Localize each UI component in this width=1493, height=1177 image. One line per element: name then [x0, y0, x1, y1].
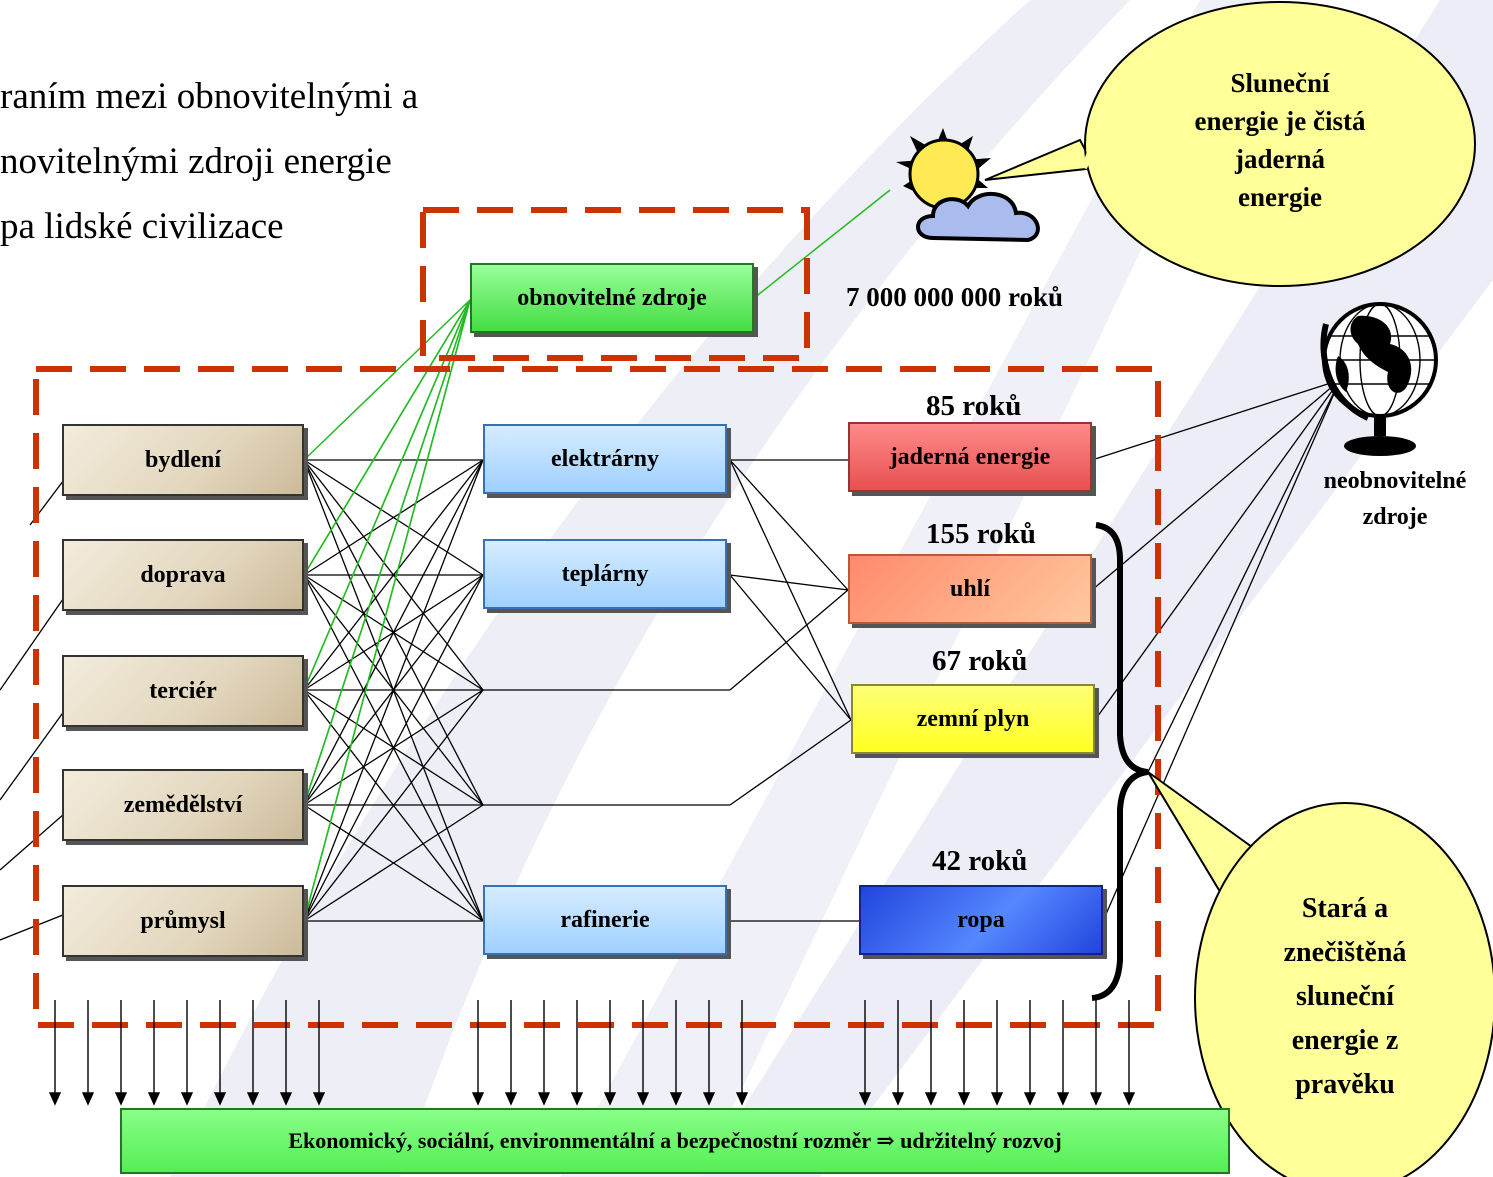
down-arrow-head [957, 1092, 971, 1106]
renewable-sector-link [303, 299, 471, 461]
source-globe-link [1102, 379, 1341, 922]
sector-mid-link [303, 459, 484, 576]
teplarny-uhli-link [729, 574, 849, 591]
source-years-uhli: 155 roků [926, 518, 1036, 550]
sector-prumysl: průmysl [62, 885, 304, 957]
sector-mid-link [303, 689, 484, 922]
renewable-years: 7 000 000 000 roků [846, 282, 1064, 312]
sun-bubble-text: Sluneční energie je čistá jaderná energi… [1130, 64, 1430, 216]
down-arrow-head [924, 1092, 938, 1106]
renewable-sources-box: obnovitelné zdroje [470, 263, 754, 333]
down-arrow-head [669, 1092, 683, 1106]
renewable-sector-link [303, 299, 471, 806]
down-arrow-head [471, 1092, 485, 1106]
down-arrow-head [636, 1092, 650, 1106]
sun-bubble-line-2: energie je čistá [1194, 106, 1366, 136]
teplarny-plyn-link [729, 574, 852, 721]
prehistoric-bubble-text: Stará a znečištěná sluneční energie z pr… [1225, 887, 1465, 1107]
sector-tercier: terciér [62, 655, 304, 727]
renewable-sector-link [303, 299, 471, 576]
down-arrow-head [858, 1092, 872, 1106]
sector-bydleni: bydlení [62, 424, 304, 496]
down-arrow-head [570, 1092, 584, 1106]
down-arrow-head [114, 1092, 128, 1106]
prehistoric-bubble-line-2: znečištěná [1283, 937, 1407, 968]
sector-mid-link [303, 804, 484, 922]
title-line-3: pa lidské civilizace [0, 206, 284, 247]
down-arrow-head [312, 1092, 326, 1106]
sector-doprava: doprava [62, 539, 304, 611]
prehistoric-bubble-line-3: sluneční [1295, 981, 1395, 1012]
down-arrow-head [504, 1092, 518, 1106]
down-arrow-head [702, 1092, 716, 1106]
down-arrow-head [246, 1092, 260, 1106]
sun-bubble-line-3: jaderná [1235, 144, 1325, 174]
source-jaderna-energie: jaderná energie [848, 422, 1092, 492]
source-ropa: ropa [859, 885, 1103, 955]
sun-bubble-line-1: Sluneční [1230, 68, 1330, 98]
elektrarny-uhli-link [729, 459, 849, 591]
down-arrow-head [180, 1092, 194, 1106]
globe-icon [1320, 302, 1438, 456]
down-arrow-head [990, 1092, 1004, 1106]
mid-plyn-link [729, 719, 852, 806]
elektrarny-plyn-link [729, 459, 852, 721]
bracket-globe-link [1147, 379, 1341, 773]
down-arrow-head [1023, 1092, 1037, 1106]
source-years-plyn: 67 roků [932, 645, 1028, 677]
down-arrow-head [1056, 1092, 1070, 1106]
nonrenewable-label-line-1: neobnovitelné [1323, 468, 1467, 494]
down-arrow-head [735, 1092, 749, 1106]
footer-sustainable-development: Ekonomický, sociální, environmentální a … [120, 1108, 1230, 1174]
renewable-dashed-frame [420, 207, 810, 361]
sector-mid-link [303, 459, 484, 806]
down-arrow-head [891, 1092, 905, 1106]
sun-bubble-line-4: energie [1238, 182, 1322, 212]
source-globe-link [1091, 379, 1341, 461]
prehistoric-bubble-line-4: energie z [1291, 1025, 1399, 1056]
sun-cloud-icon [896, 128, 1040, 243]
source-globe-link [1091, 379, 1341, 591]
nonrenewable-label: neobnovitelné zdroje [1295, 463, 1493, 535]
sector-mid-link [303, 574, 484, 922]
source-zemni-plyn: zemní plyn [851, 684, 1095, 754]
intermediary-elektrarny: elektrárny [483, 424, 727, 494]
intermediary-rafinerie: rafinerie [483, 885, 727, 955]
source-years-ropa: 42 roků [932, 845, 1028, 877]
down-arrow-head [48, 1092, 62, 1106]
source-years-jaderna: 85 roků [926, 390, 1022, 422]
title-line-2: novitelnými zdroji energie [0, 141, 392, 182]
nonrenewable-label-line-2: zdroje [1362, 504, 1428, 530]
title-line-1: raním mezi obnovitelnými a [0, 76, 419, 117]
renewable-sun-link [753, 189, 891, 299]
down-arrow-head [1122, 1092, 1136, 1106]
sector-mid-link [303, 459, 484, 691]
prehistoric-bubble-line-5: pravěku [1295, 1069, 1395, 1100]
source-globe-link [1094, 379, 1341, 721]
down-arrow-head [1089, 1092, 1103, 1106]
down-arrow-head [279, 1092, 293, 1106]
down-arrow-head [603, 1092, 617, 1106]
prehistoric-bubble-line-1: Stará a [1301, 893, 1389, 924]
down-arrow-head [81, 1092, 95, 1106]
mid-uhli-link [729, 589, 849, 691]
system-dashed-frame [33, 366, 1161, 1028]
sector-mid-link [303, 459, 484, 922]
down-arrow-head [147, 1092, 161, 1106]
down-arrow-head [537, 1092, 551, 1106]
renewable-sector-link [303, 299, 471, 922]
sector-zemedelstvi: zemědělství [62, 769, 304, 841]
source-uhli: uhlí [848, 554, 1092, 624]
down-arrow-head [213, 1092, 227, 1106]
renewable-sector-link [303, 299, 471, 691]
intermediary-teplarny: teplárny [483, 539, 727, 609]
